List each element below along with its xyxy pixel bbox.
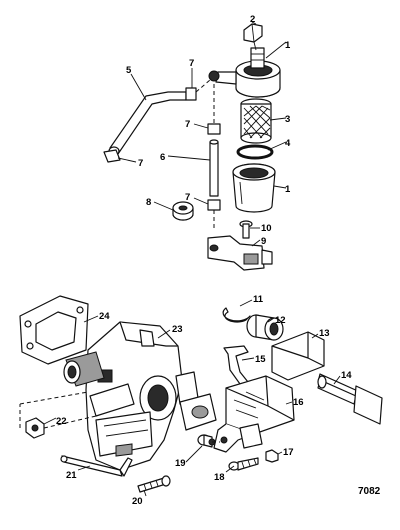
callout-17: 17	[283, 447, 294, 458]
callout-4: 4	[285, 138, 291, 149]
callout-9: 9	[261, 236, 266, 247]
plunger-14	[317, 373, 383, 425]
callout-6: 6	[160, 152, 165, 163]
bleed-screw	[243, 23, 263, 51]
figure-number: 7082	[358, 486, 381, 497]
filter-element	[240, 98, 272, 144]
grommet	[172, 201, 194, 221]
callout-21: 21	[66, 470, 77, 481]
filter-cap-assembly	[208, 47, 281, 98]
callout-18: 18	[214, 472, 225, 483]
callout-7: 7	[185, 192, 190, 203]
callout-22: 22	[56, 416, 67, 427]
spacer-19	[197, 434, 216, 448]
callout-14: 14	[341, 370, 352, 381]
callout-11: 11	[253, 294, 264, 305]
callout-1: 1	[285, 184, 291, 195]
cap-17	[265, 449, 279, 463]
fuel-hose-short	[209, 139, 219, 197]
callout-2: 2	[250, 14, 255, 25]
screw-18	[228, 457, 259, 471]
callout-20: 20	[132, 496, 143, 507]
callout-19: 19	[175, 458, 186, 469]
callout-labels: 1 2 1 3 4 5 6 7 7 7 7 8 9 10 11 12 13 14…	[56, 14, 352, 507]
callout-13: 13	[319, 328, 330, 339]
hose-clamps	[103, 87, 221, 211]
callout-1: 1	[285, 40, 291, 51]
callout-3: 3	[285, 114, 290, 125]
screw-10	[239, 220, 253, 239]
clip-11	[222, 307, 251, 323]
filter-o-ring	[236, 144, 274, 160]
choke-cover-16	[213, 375, 295, 453]
knob-13	[271, 331, 325, 381]
leader-lines	[43, 21, 341, 497]
nut-22	[25, 417, 45, 439]
callout-24: 24	[99, 311, 110, 322]
callout-16: 16	[293, 397, 304, 408]
filter-bowl	[232, 163, 276, 213]
carburetor-body	[63, 321, 217, 471]
callout-7: 7	[138, 158, 143, 169]
callout-8: 8	[146, 197, 151, 208]
callout-7: 7	[185, 119, 190, 130]
link-rod-21	[60, 455, 133, 477]
gasket-24	[19, 295, 89, 365]
callout-7: 7	[189, 58, 194, 69]
fuel-hose-long	[108, 91, 187, 156]
callout-10: 10	[261, 223, 272, 234]
callout-5: 5	[126, 65, 132, 76]
spring-15	[223, 345, 249, 385]
callout-23: 23	[172, 324, 183, 335]
mounting-bracket-9	[207, 235, 273, 271]
callout-12: 12	[275, 315, 286, 326]
screw-20	[137, 475, 171, 493]
callout-15: 15	[255, 354, 266, 365]
